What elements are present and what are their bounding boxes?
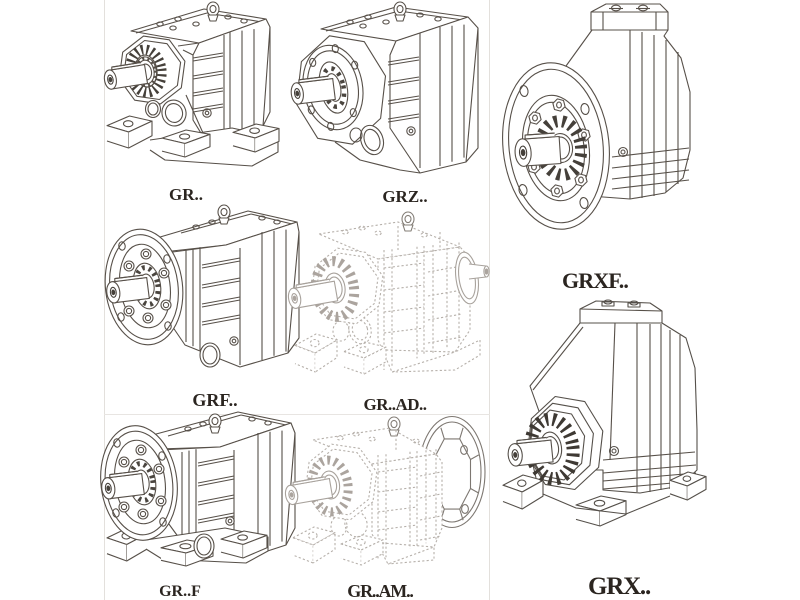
svg-text:GRF..: GRF..: [192, 390, 237, 410]
svg-text:GR..AM..: GR..AM..: [347, 581, 413, 600]
svg-text:GR..F: GR..F: [159, 583, 201, 600]
svg-text:GR..AD..: GR..AD..: [363, 395, 426, 414]
svg-text:GRXF..: GRXF..: [562, 268, 628, 293]
svg-text:GRX..: GRX..: [588, 573, 651, 600]
svg-text:GR..: GR..: [169, 185, 203, 204]
svg-text:GRZ..: GRZ..: [382, 187, 427, 206]
